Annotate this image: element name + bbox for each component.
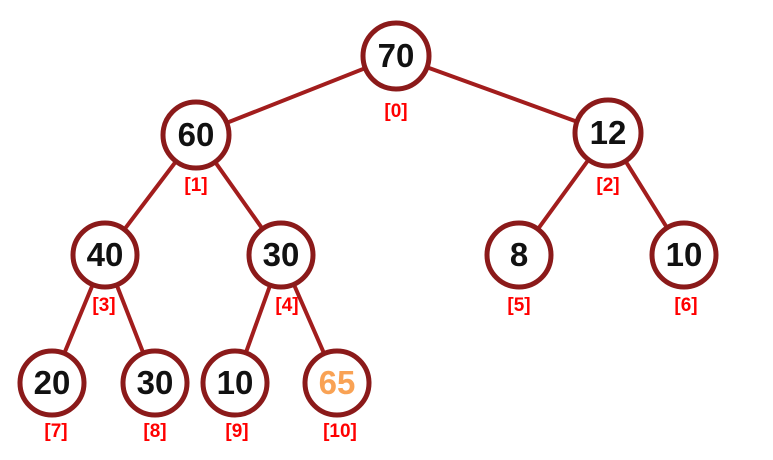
- node-value: 60: [178, 116, 215, 153]
- node-circle: [360, 20, 432, 92]
- node-index-label: [2]: [596, 175, 619, 196]
- node-value: 10: [666, 236, 703, 273]
- tree-node-40: 40 [3]: [70, 220, 140, 316]
- node-circle: [572, 97, 644, 169]
- node-circle: [70, 220, 140, 290]
- node-circle: [246, 220, 316, 290]
- tree-edge: [394, 54, 610, 135]
- node-index-label: [1]: [184, 175, 207, 196]
- tree-node-10-right: 10 [6]: [649, 220, 719, 316]
- node-circle: [302, 348, 372, 418]
- tree-node-20: 20 [7]: [17, 348, 87, 442]
- node-value: 20: [34, 364, 71, 401]
- node-circle: [649, 220, 719, 290]
- tree-node-30-bottom: 30 [8]: [120, 348, 190, 442]
- tree-node-10-bottom: 10 [9]: [200, 348, 270, 442]
- tree-node-60: 60 [1]: [160, 99, 232, 196]
- tree-edge: [194, 54, 398, 137]
- tree-node-8: 8 [5]: [484, 220, 554, 316]
- node-index-label: [8]: [143, 421, 166, 442]
- node-value: 30: [263, 236, 300, 273]
- node-circle: [120, 348, 190, 418]
- node-value: 40: [87, 236, 124, 273]
- node-value: 10: [217, 364, 254, 401]
- node-value: 70: [378, 37, 415, 74]
- tree-node-30-left: 30 [4]: [246, 220, 316, 316]
- node-circle: [17, 348, 87, 418]
- node-value: 12: [590, 114, 627, 151]
- node-circle: [484, 220, 554, 290]
- tree-node-65-highlighted: 65 [10]: [302, 348, 372, 442]
- node-index-label: [10]: [323, 421, 357, 442]
- tree-node-12: 12 [2]: [572, 97, 644, 196]
- node-circle: [200, 348, 270, 418]
- node-value: 8: [510, 236, 528, 273]
- node-index-label: [7]: [44, 421, 67, 442]
- node-index-label: [6]: [674, 295, 697, 316]
- node-index-label: [5]: [507, 295, 530, 316]
- node-value: 30: [137, 364, 174, 401]
- node-circle: [160, 99, 232, 171]
- tree-node-70: 70 [0]: [360, 20, 432, 122]
- node-index-label: [0]: [384, 101, 407, 122]
- node-index-label: [9]: [225, 421, 248, 442]
- node-value-highlighted: 65: [319, 364, 356, 401]
- node-index-label: [3]: [92, 295, 115, 316]
- node-index-label: [4]: [275, 295, 298, 316]
